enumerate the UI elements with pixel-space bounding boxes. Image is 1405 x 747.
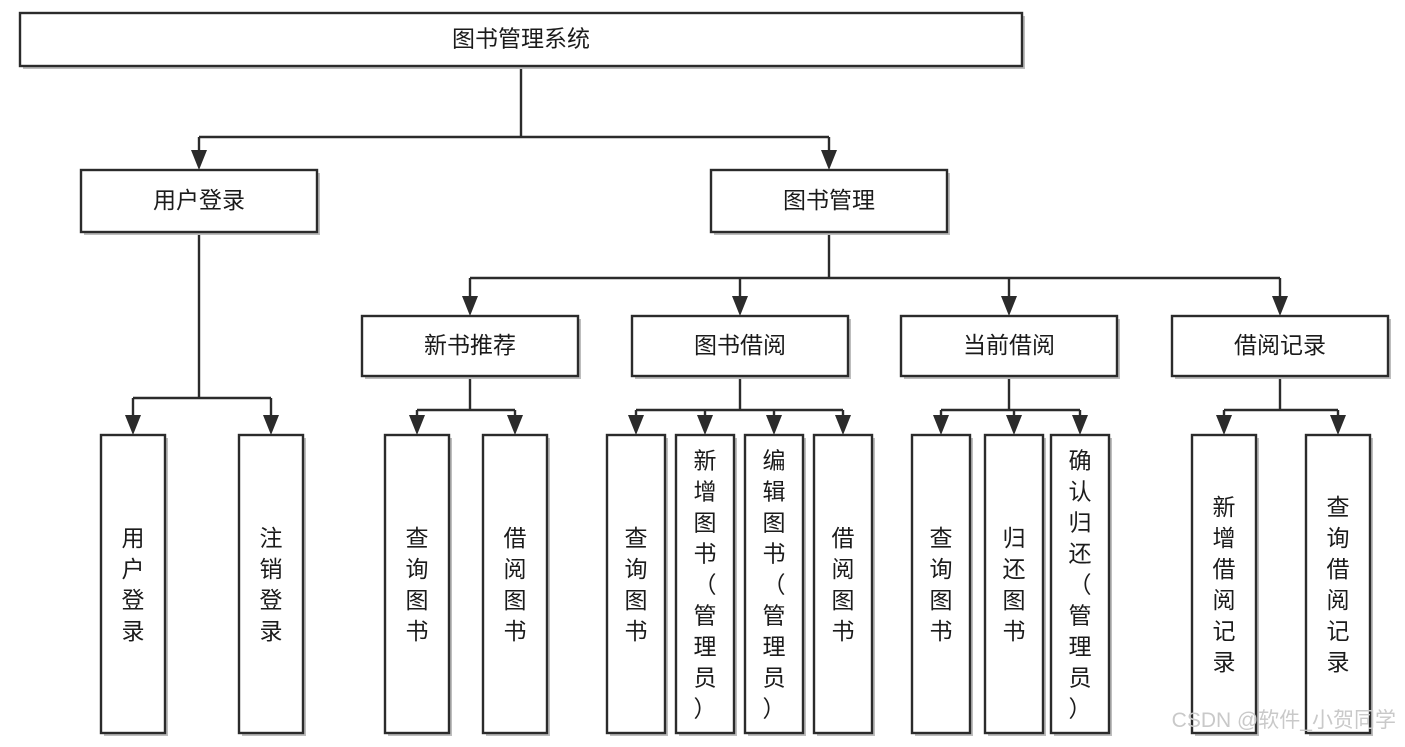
node-label: 确认归还（管理员） <box>1069 448 1092 722</box>
node-leaf-add-book[interactable]: 新增图书（管理员） <box>674 433 737 736</box>
node-label: 借阅图书 <box>504 525 527 644</box>
node-label: 图书管理系统 <box>452 26 590 52</box>
node-label: 查询图书 <box>930 525 953 644</box>
node-label: 图书管理 <box>783 187 875 213</box>
edge-root-to-modules <box>191 66 837 170</box>
node-label: 查询借阅记录 <box>1327 494 1350 675</box>
node-leaf-query-book-2[interactable]: 查询图书 <box>605 433 668 736</box>
edges-layer <box>125 66 1346 435</box>
node-label: 图书借阅 <box>694 332 786 358</box>
node-current-borrow[interactable]: 当前借阅 <box>899 314 1120 379</box>
node-leaf-user-login[interactable]: 用户登录 <box>99 433 168 736</box>
node-label: 借阅图书 <box>832 525 855 644</box>
node-label: 新增借阅记录 <box>1213 494 1236 675</box>
node-leaf-confirm-return[interactable]: 确认归还（管理员） <box>1049 433 1112 736</box>
edge-book-manage-to-submodules <box>462 232 1288 316</box>
edge-current-borrow-to-functions <box>933 376 1088 435</box>
edge-user-login-to-functions <box>125 232 279 435</box>
node-leaf-query-book-3[interactable]: 查询图书 <box>910 433 973 736</box>
edge-new-book-recommend-to-functions <box>409 376 523 435</box>
node-user-login[interactable]: 用户登录 <box>79 168 320 235</box>
node-leaf-borrow-book-1[interactable]: 借阅图书 <box>481 433 550 736</box>
node-leaf-return-book[interactable]: 归还图书 <box>983 433 1046 736</box>
edge-borrow-record-to-functions <box>1216 376 1346 435</box>
node-leaf-user-logout[interactable]: 注销登录 <box>237 433 306 736</box>
node-leaf-borrow-book-2[interactable]: 借阅图书 <box>812 433 875 736</box>
node-label: 借阅记录 <box>1234 332 1326 358</box>
node-label: 注销登录 <box>260 525 283 644</box>
node-leaf-edit-book[interactable]: 编辑图书（管理员） <box>743 433 806 736</box>
node-leaf-add-record[interactable]: 新增借阅记录 <box>1190 433 1259 736</box>
node-root-图书管理系统[interactable]: 图书管理系统 <box>18 11 1025 69</box>
node-borrow-record[interactable]: 借阅记录 <box>1170 314 1391 379</box>
node-label: 归还图书 <box>1003 525 1026 644</box>
nodes-layer: 图书管理系统用户登录图书管理新书推荐图书借阅当前借阅借阅记录用户登录注销登录查询… <box>18 11 1391 736</box>
edge-book-borrow-to-functions <box>628 376 851 435</box>
node-label: 用户登录 <box>122 525 145 644</box>
csdn-watermark: CSDN @软件_小贺同学 <box>1172 709 1396 732</box>
node-leaf-query-record[interactable]: 查询借阅记录 <box>1304 433 1373 736</box>
node-book-manage[interactable]: 图书管理 <box>709 168 950 235</box>
node-label: 编辑图书（管理员） <box>763 448 786 722</box>
node-label: 新增图书（管理员） <box>694 448 717 722</box>
node-label: 用户登录 <box>153 187 245 213</box>
node-label: 查询图书 <box>406 525 429 644</box>
node-book-borrow[interactable]: 图书借阅 <box>630 314 851 379</box>
node-label: 查询图书 <box>625 525 648 644</box>
node-label: 新书推荐 <box>424 332 516 358</box>
node-label: 当前借阅 <box>963 332 1055 358</box>
node-leaf-query-book-1[interactable]: 查询图书 <box>383 433 452 736</box>
node-new-book-recommend[interactable]: 新书推荐 <box>360 314 581 379</box>
